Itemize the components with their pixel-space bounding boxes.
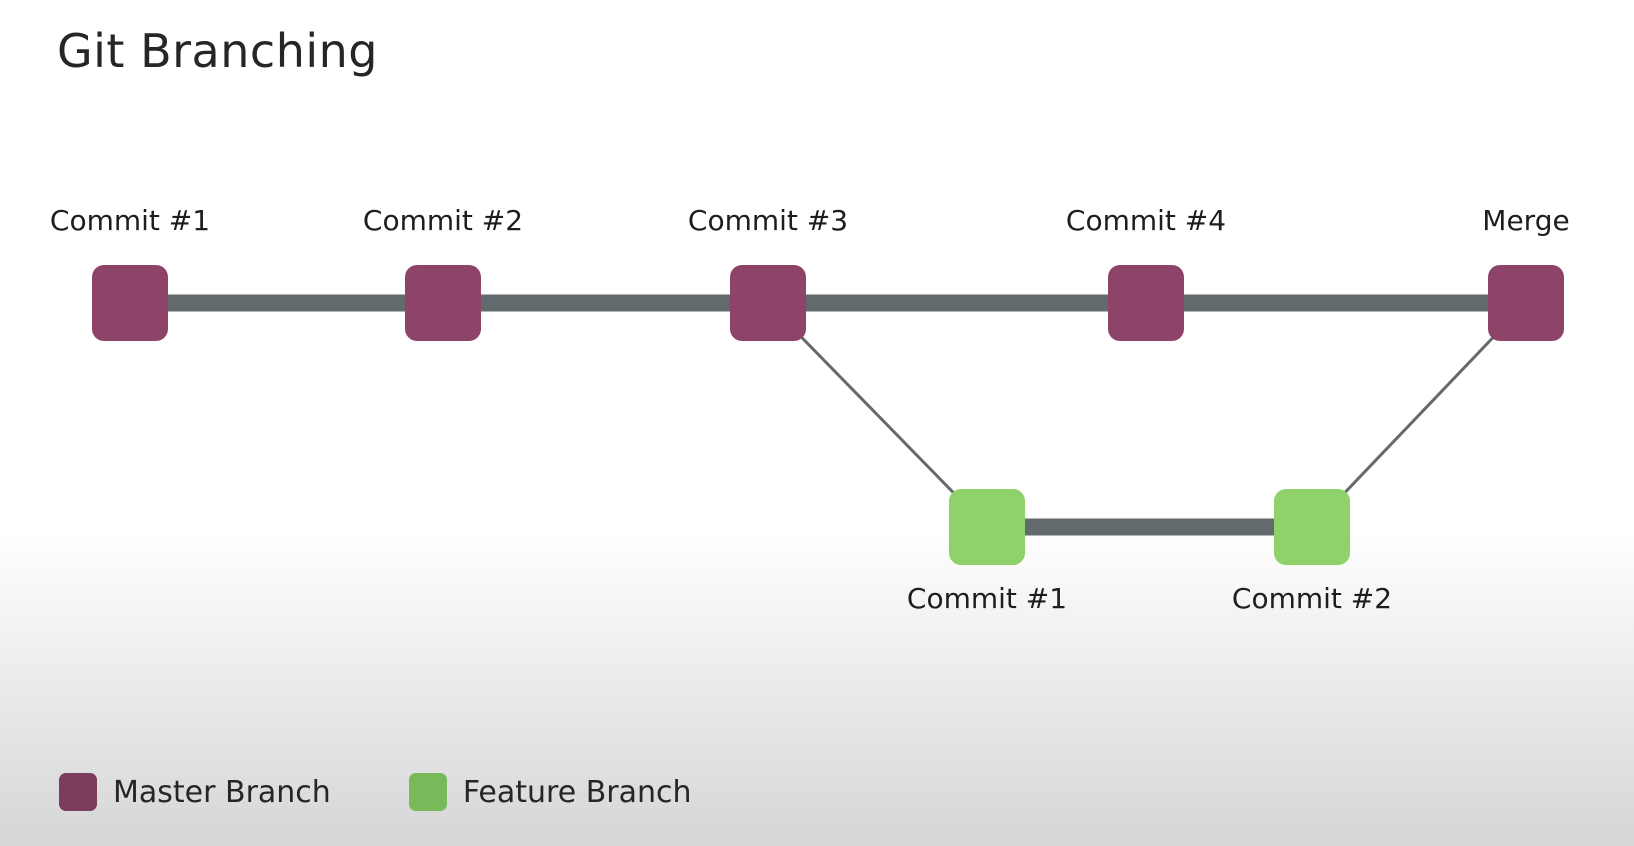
legend-item-master: Master Branch: [59, 773, 331, 811]
master-commit-label: Merge: [1482, 204, 1569, 237]
branch-link: [1310, 301, 1528, 529]
page-title: Git Branching: [57, 24, 378, 78]
master-commit-node: [730, 265, 806, 341]
master-commit-node: [1488, 265, 1564, 341]
labels-layer: Commit #1 Commit #2 Commit #3 Commit #4 Merg…: [50, 204, 1570, 615]
legend-label-feature: Feature Branch: [462, 774, 692, 810]
legend-swatch-feature: [408, 773, 447, 811]
branch-link: [766, 301, 989, 529]
master-commit-label: Commit #1: [50, 204, 210, 237]
master-commit-node: [1108, 265, 1184, 341]
feature-commit-node: [949, 489, 1025, 565]
legend: Master Branch Feature Branch: [59, 773, 770, 811]
edges-layer: [130, 294, 1528, 536]
feature-commit-label: Commit #1: [907, 582, 1067, 615]
master-commit-label: Commit #2: [363, 204, 523, 237]
legend-label-master: Master Branch: [113, 774, 331, 810]
nodes-layer: [92, 265, 1564, 565]
master-commit-label: Commit #3: [688, 204, 848, 237]
master-commit-label: Commit #4: [1066, 204, 1226, 237]
master-commit-node: [92, 265, 168, 341]
feature-commit-node: [1274, 489, 1350, 565]
legend-item-feature: Feature Branch: [408, 773, 692, 811]
master-commit-node: [405, 265, 481, 341]
feature-commit-label: Commit #2: [1232, 582, 1392, 615]
legend-swatch-master: [59, 773, 97, 811]
